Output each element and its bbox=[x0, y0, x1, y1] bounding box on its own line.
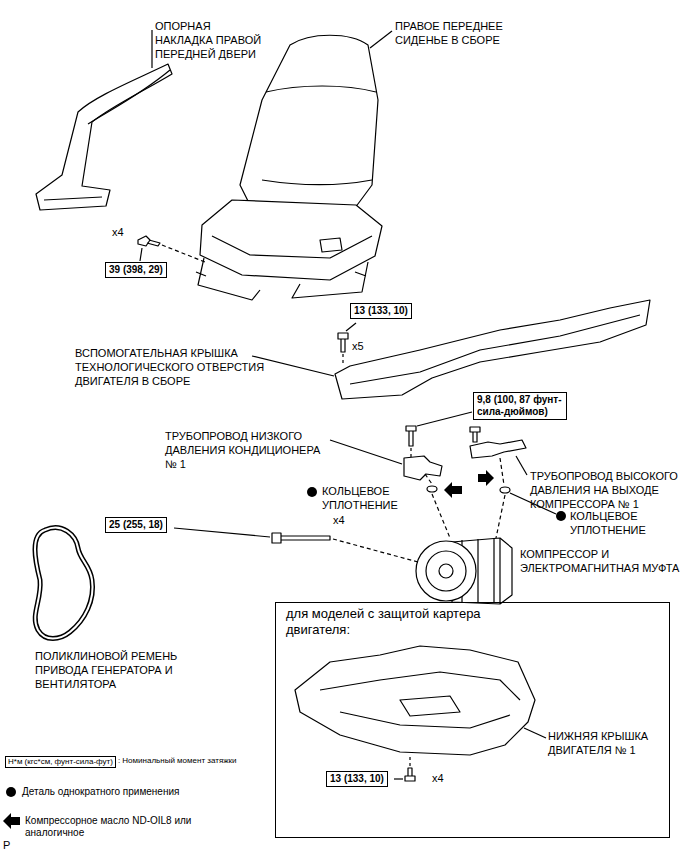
o-ring bbox=[500, 487, 510, 493]
torque-box: 13 (133, 10) bbox=[326, 771, 388, 787]
oil-arrow bbox=[444, 482, 462, 498]
bolt bbox=[406, 426, 416, 446]
part-label: НИЖНЯЯ КРЫШКА ДВИГАТЕЛЯ № 1 bbox=[548, 730, 666, 758]
high-pressure-pipe bbox=[470, 440, 526, 458]
quantity-label: x4 bbox=[112, 226, 124, 240]
legend-torque-sample: Н*м (кгс*см, фунт-сила-фут) bbox=[5, 756, 116, 768]
part-label: ОПОРНАЯ НАКЛАДКА ПРАВОЙ ПЕРЕДНЕЙ ДВЕРИ bbox=[155, 20, 267, 61]
oil-arrow bbox=[478, 470, 494, 486]
seat-backrest bbox=[240, 35, 378, 215]
leader-line bbox=[370, 31, 392, 48]
quantity-label: x5 bbox=[352, 340, 364, 354]
quantity-label: x4 bbox=[333, 514, 345, 528]
seat-cushion bbox=[200, 200, 382, 280]
torque-value: Н*м (кгс*см, фунт-сила-фут) bbox=[8, 757, 113, 767]
v-ribbed-belt bbox=[35, 528, 93, 639]
leader-line bbox=[516, 456, 527, 475]
engine-cover bbox=[335, 300, 650, 399]
part-label: КОМПРЕССОР И ЭЛЕКТРОМАГНИТНАЯ МУФТА bbox=[520, 548, 685, 576]
bolt bbox=[138, 236, 160, 246]
part-label: ПРАВОЕ ПЕРЕДНЕЕ СИДЕНЬЕ В СБОРЕ bbox=[395, 20, 545, 48]
leader-line bbox=[432, 494, 450, 538]
leader-line bbox=[151, 30, 152, 68]
leader-line bbox=[409, 754, 410, 766]
leader-line bbox=[496, 495, 505, 538]
door-scuff-plate bbox=[36, 64, 172, 210]
leader-line bbox=[524, 728, 546, 738]
engine-under-cover-detail bbox=[320, 672, 520, 728]
leader-line bbox=[330, 440, 402, 464]
seat-cushion-seam bbox=[212, 236, 372, 258]
torque-value: 13 (133, 10) bbox=[354, 305, 408, 317]
torque-value: 13 (133, 10) bbox=[330, 773, 384, 785]
part-label: КОЛЬЦЕВОЕ УПЛОТНЕНИЕ bbox=[322, 485, 422, 513]
legend-dot-sample bbox=[6, 787, 16, 797]
torque-value: 25 (255, 18) bbox=[109, 519, 163, 531]
part-label: ТРУБОПРОВОД ВЫСОКОГО ДАВЛЕНИЯ НА ВЫХОДЕ … bbox=[530, 470, 688, 511]
torque-value: 9,8 (100, 87 фунт-сила-дюймов) bbox=[477, 394, 563, 418]
leader-line bbox=[410, 448, 411, 457]
leader-line bbox=[252, 356, 334, 376]
leader-line bbox=[174, 528, 270, 537]
magnetic-clutch bbox=[439, 564, 453, 578]
bolt bbox=[470, 427, 480, 442]
leader-line bbox=[500, 458, 504, 485]
bolt bbox=[272, 533, 330, 543]
v-ribbed-belt bbox=[35, 528, 93, 639]
bolt bbox=[405, 768, 415, 781]
figure-code: P bbox=[3, 839, 10, 853]
torque-box: 25 (255, 18) bbox=[105, 517, 167, 533]
torque-box: 9,8 (100, 87 фунт-сила-дюймов) bbox=[473, 392, 567, 420]
low-pressure-pipe bbox=[404, 456, 442, 480]
part-label: КОЛЬЦЕВОЕ УПЛОТНЕНИЕ bbox=[570, 510, 675, 538]
leader-line bbox=[333, 539, 418, 562]
engine-cover-detail bbox=[350, 315, 640, 384]
legend-text: Компрессорное масло ND-OIL8 или аналогич… bbox=[25, 815, 200, 839]
part-label: ТРУБОПРОВОД НИЗКОГО ДАВЛЕНИЯ КОНДИЦИОНЕР… bbox=[165, 430, 330, 471]
part-label: ВСПОМОГАТЕЛЬНАЯ КРЫШКА ТЕХНОЛОГИЧЕСКОГО … bbox=[75, 347, 315, 388]
legend-text: : Номинальный момент затяжки bbox=[118, 756, 237, 766]
leader-line bbox=[346, 323, 356, 331]
single-use-dot bbox=[307, 487, 317, 497]
leader-line bbox=[417, 412, 472, 426]
o-ring bbox=[427, 486, 437, 492]
torque-value: 39 (398, 29) bbox=[109, 264, 163, 276]
legend-text: Деталь однократного применения bbox=[22, 786, 179, 798]
torque-box: 13 (133, 10) bbox=[350, 303, 412, 319]
seat-backrest-seam bbox=[262, 86, 376, 185]
torque-box: 39 (398, 29) bbox=[105, 262, 167, 278]
engine-under-cover bbox=[295, 646, 535, 755]
leader-line bbox=[140, 248, 142, 261]
bolt bbox=[338, 333, 348, 352]
leader-line bbox=[425, 474, 432, 484]
magnetic-clutch bbox=[426, 551, 466, 591]
part-label: ПОЛИКЛИНОВОЙ РЕМЕНЬ ПРИВОДА ГЕНЕРАТОРА И… bbox=[35, 650, 185, 691]
seat-rail bbox=[196, 258, 368, 300]
inset-heading: для моделей с защитой картера двигателя: bbox=[286, 606, 536, 639]
legend-arrow-sample bbox=[3, 813, 20, 829]
quantity-label: x4 bbox=[432, 772, 444, 786]
magnetic-clutch bbox=[416, 541, 476, 601]
single-use-dot bbox=[556, 511, 566, 521]
door-scuff-plate-detail bbox=[44, 70, 170, 200]
leader-line bbox=[394, 778, 403, 779]
inset-frame: для моделей с защитой картера двигателя:… bbox=[275, 602, 670, 838]
leader-line bbox=[342, 354, 343, 366]
leader-line bbox=[162, 245, 205, 262]
